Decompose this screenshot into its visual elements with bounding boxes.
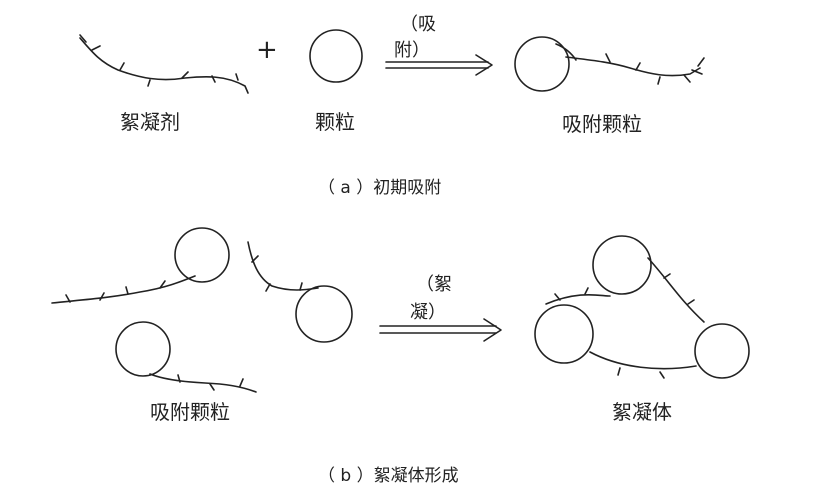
flocculant-label: 絮凝剂	[120, 106, 180, 135]
particle-a	[310, 30, 362, 82]
floc-b	[535, 236, 749, 378]
plus-sign: +	[256, 35, 278, 65]
adsorbed-particles-label: 吸附颗粒	[150, 396, 230, 425]
adsorbed-particles-b	[52, 228, 352, 392]
adsorption-arrow-label-2: 附）	[394, 36, 430, 62]
caption-b: （ b ）絮凝体形成	[318, 461, 459, 486]
flocculation-arrow-label-1: （絮	[416, 270, 452, 296]
adsorbed-particle-label: 吸附颗粒	[562, 108, 642, 137]
adsorbed-particle-a	[515, 37, 704, 91]
adsorption-arrow-label-1: （吸	[400, 10, 436, 36]
caption-a: （ a ）初期吸附	[318, 173, 441, 198]
flocculant-chain-a	[80, 35, 248, 93]
floc-label: 絮凝体	[612, 396, 672, 425]
flocculation-arrow-label-2: 凝）	[410, 298, 446, 324]
particle-label: 颗粒	[315, 106, 355, 135]
